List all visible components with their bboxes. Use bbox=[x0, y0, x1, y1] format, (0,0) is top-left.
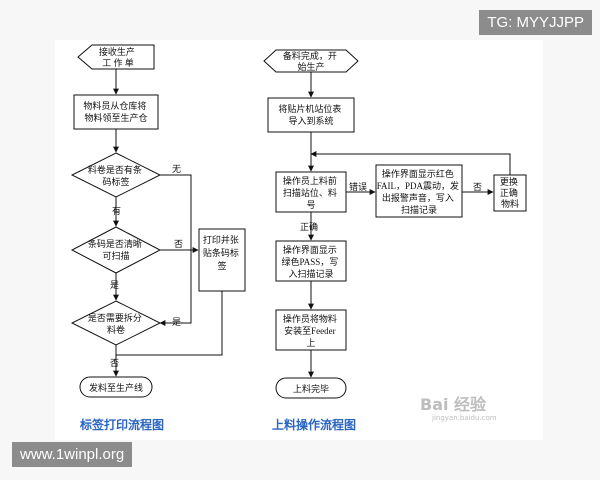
right-end-terminator bbox=[275, 377, 347, 399]
left-box-print-label-text: 打印并张 贴条码标 签 bbox=[203, 234, 241, 271]
left-start-text: 接收生产 工 作 单 bbox=[99, 46, 137, 68]
right-box-import-station-table-text: 将贴片机站位表 导入到系统 bbox=[278, 103, 343, 126]
label-no: 否 bbox=[174, 239, 183, 249]
site-watermark: www.1winpl.org bbox=[12, 442, 133, 467]
left-flowchart: 接收生产 工 作 单 物料员从仓库将 物料领至生产仓 料卷是否有条 码标签 有 … bbox=[70, 44, 246, 432]
right-box-change-material bbox=[493, 174, 527, 212]
right-box-mount-feeder-text: 操作员将物料 安装至Feeder 上 bbox=[283, 313, 339, 348]
left-decision-has-barcode-text: 料卷是否有条 码标签 bbox=[88, 164, 144, 187]
left-start-shape bbox=[77, 44, 155, 70]
left-connector-print-to-end bbox=[116, 291, 223, 356]
label-yes-has: 有 bbox=[112, 205, 121, 216]
left-caption: 标签打印流程图 bbox=[79, 417, 164, 432]
right-box-pass bbox=[275, 240, 347, 282]
right-box-fail-alert-text: 操作界面显示红色 FAIL，PDA震动，发 出报警声音，写入 扫描记录 bbox=[377, 168, 462, 215]
tg-watermark: TG: MYYJJPP bbox=[479, 10, 592, 35]
right-connector-loop-back bbox=[310, 151, 511, 175]
right-box-import-station-table bbox=[267, 97, 355, 133]
label-yes-split: 是 bbox=[172, 317, 181, 327]
left-decision-split-reel-text: 是否需要拆分 料卷 bbox=[88, 312, 144, 335]
right-box-fail-alert bbox=[375, 164, 463, 218]
right-box-scan-station-text: 操作员上料前 扫描站位、料 号 bbox=[283, 175, 339, 210]
right-flowchart: 备料完成，开 始生产 将贴片机站位表 导入到系统 操作员上料前 扫描站位、料 号… bbox=[263, 49, 527, 432]
right-box-mount-feeder bbox=[275, 309, 347, 351]
label-yes: 是 bbox=[110, 280, 119, 290]
label-error: 错误 bbox=[349, 181, 367, 192]
left-connector-no-barcode bbox=[159, 174, 192, 326]
left-end-text: 发料至生产线 bbox=[89, 382, 143, 393]
right-box-pass-text: 操作界面显示 绿色PASS，写 入扫描记录 bbox=[282, 244, 341, 279]
right-start-shape bbox=[263, 49, 359, 73]
right-box-change-material-text: 更换 正确 物料 bbox=[500, 176, 520, 209]
label-no-right: 否 bbox=[473, 182, 482, 192]
label-none: 无 bbox=[172, 164, 181, 174]
left-end-terminator bbox=[79, 376, 153, 398]
right-caption: 上料操作流程图 bbox=[272, 417, 356, 432]
baidu-url-watermark: jingyan.baidu.com bbox=[431, 414, 497, 422]
left-decision-barcode-clear-text: 条码是否清晰 可扫描 bbox=[88, 238, 144, 261]
label-correct: 正确 bbox=[300, 221, 318, 232]
left-box-get-materials bbox=[73, 94, 159, 130]
label-no-split: 否 bbox=[110, 358, 119, 368]
baidu-logo-watermark: Bai 经验 bbox=[420, 395, 487, 414]
left-box-print-label bbox=[198, 228, 246, 292]
right-end-text: 上料完毕 bbox=[293, 383, 329, 394]
left-box-get-materials-text: 物料员从仓库将 物料领至生产仓 bbox=[83, 100, 148, 123]
right-start-text: 备料完成，开 始生产 bbox=[283, 50, 339, 72]
